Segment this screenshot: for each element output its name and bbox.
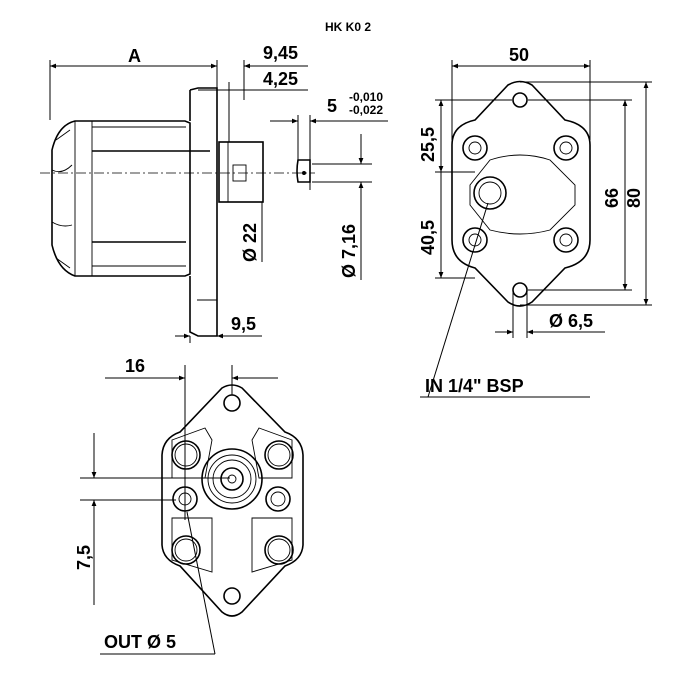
pump-body — [51, 120, 191, 277]
tolerance-upper: -0,010 — [349, 90, 383, 104]
front-view: 16 7,5 OUT Ø 5 — [74, 356, 304, 655]
mount-hole-top — [512, 92, 528, 108]
dim-flange-thickness: 9,5 — [231, 314, 256, 334]
dim-shaft-diameter: Ø 7,16 — [339, 224, 359, 278]
dim-40-5: 40,5 — [418, 220, 438, 255]
shaft-boss — [201, 448, 263, 510]
dim-key-width: 5 — [327, 96, 337, 116]
drawing-title: HK K0 2 — [325, 20, 371, 34]
dim-hole-diameter: Ø 6,5 — [549, 311, 593, 331]
inlet-port-label: IN 1/4" BSP — [425, 376, 524, 396]
bolt-heads — [171, 440, 294, 565]
front-flange-outline — [161, 384, 304, 617]
dim-9-45: 9,45 — [263, 43, 298, 63]
flange-outline — [451, 80, 591, 307]
dim-4-25: 4,25 — [263, 69, 298, 89]
drive-shaft — [220, 467, 244, 491]
dim-66: 66 — [602, 188, 622, 208]
dim-7-5: 7,5 — [74, 545, 94, 570]
inlet-view: 50 66 80 25,5 40,5 Ø 6,5 IN 1/4" BSP — [418, 45, 652, 398]
dim-width-50: 50 — [509, 45, 529, 65]
mounting-flange — [189, 87, 218, 337]
key-section — [296, 159, 311, 183]
dim-A: A — [128, 46, 141, 66]
mount-hole-top — [223, 394, 241, 412]
dim-16: 16 — [125, 356, 145, 376]
bolt-heads — [462, 135, 579, 253]
mount-hole-bottom — [223, 587, 241, 605]
side-view: A 9,45 4,25 5 -0,010 -0,022 Ø 7,16 Ø 22 … — [40, 43, 388, 343]
dim-25-5: 25,5 — [418, 127, 438, 162]
inlet-port — [473, 176, 507, 210]
tolerance-lower: -0,022 — [349, 103, 383, 117]
mount-hole-bottom — [512, 282, 528, 298]
outlet-port-label: OUT Ø 5 — [104, 632, 176, 652]
pilot-boss — [218, 141, 264, 203]
dim-pilot-diameter: Ø 22 — [240, 223, 260, 262]
dim-80: 80 — [624, 188, 644, 208]
